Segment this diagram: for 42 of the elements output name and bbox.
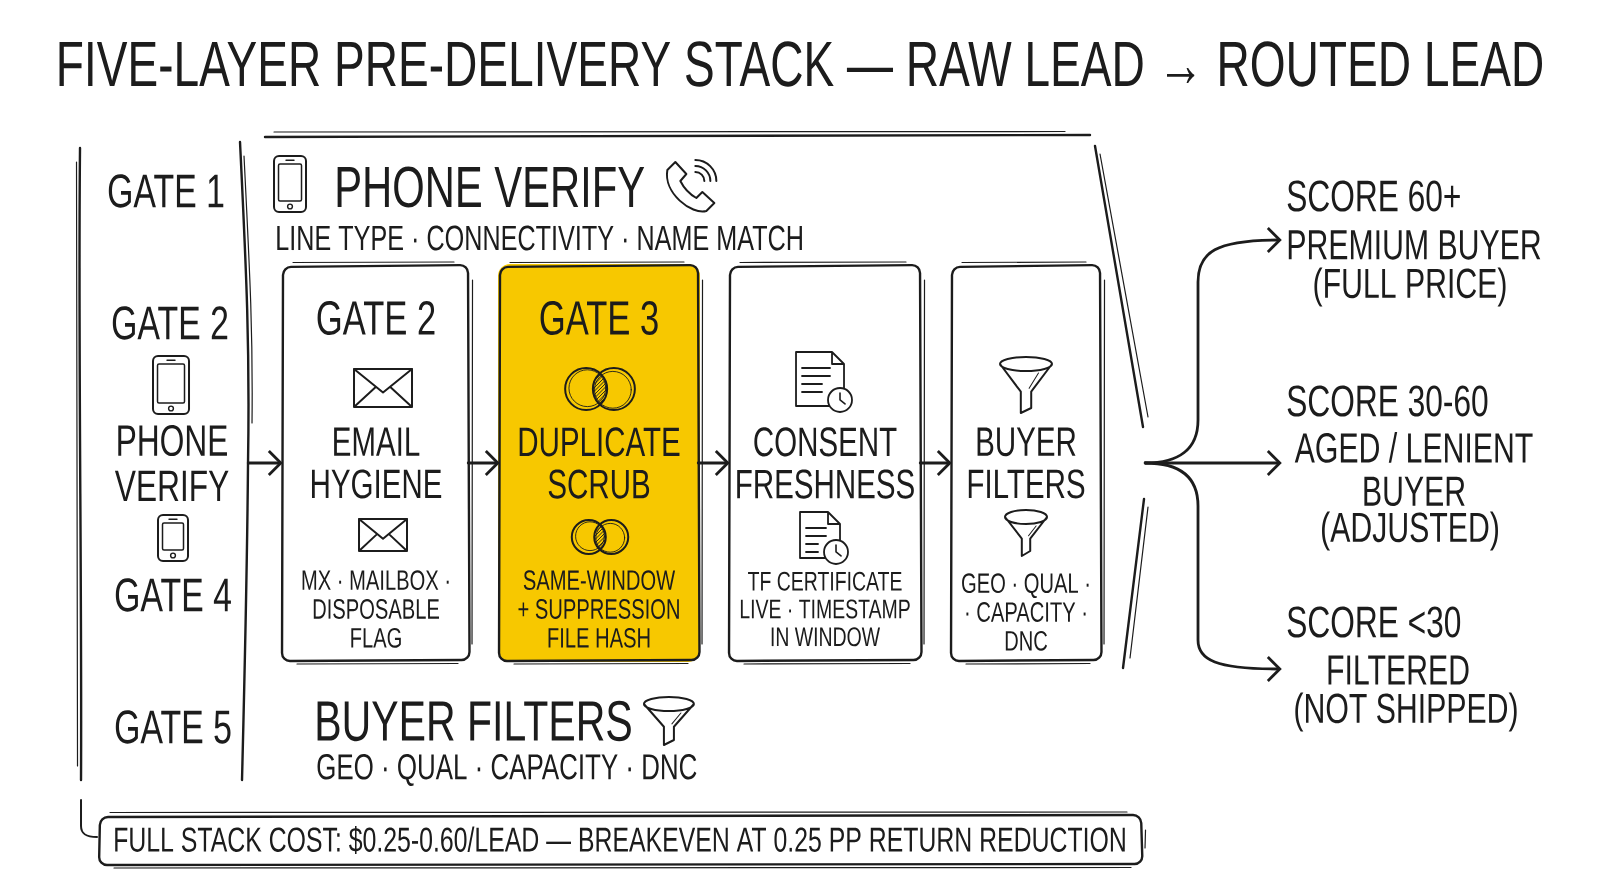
gate-label: GATE 1 <box>108 174 224 208</box>
box-heading: CONSENT FRESHNESS <box>737 427 914 499</box>
box-heading: EMAIL HYGIENE <box>312 427 442 499</box>
section-heading: BUYER FILTERS <box>317 700 631 742</box>
note-text: (NOT SHIPPED) <box>1295 692 1517 732</box>
highlighted-box <box>497 261 704 665</box>
gate-label: GATE 5 <box>115 710 231 744</box>
stage-label: PHONE VERIFY <box>114 424 229 501</box>
note-box <box>98 811 1147 869</box>
arrow <box>246 450 283 476</box>
note-text: (FULL PRICE) <box>1314 267 1506 307</box>
score-label: SCORE 30-60 <box>1287 385 1488 417</box>
outcome-label: AGED / LENIENT BUYER <box>1294 431 1533 507</box>
detail-text: SAME-WINDOW + SUPPRESSION FILE HASH <box>518 570 679 648</box>
frame <box>263 130 1149 786</box>
column-band <box>75 140 253 782</box>
detail-text: LINE TYPE · CONNECTIVITY · NAME MATCH <box>277 225 802 251</box>
detail-text: GEO · QUAL · · CAPACITY · DNC <box>962 573 1089 651</box>
note-text: (ADJUSTED) <box>1322 511 1498 551</box>
detail-text: TF CERTIFICATE LIVE · TIMESTAMP IN WINDOW <box>740 571 910 647</box>
detail-text: MX · MAILBOX · DISPOSABLE FLAG <box>302 570 449 648</box>
arrow <box>466 450 500 476</box>
arrow <box>918 450 952 476</box>
box-heading: DUPLICATE SCRUB <box>519 427 680 499</box>
box-heading: BUYER FILTERS <box>968 427 1085 499</box>
process-box <box>727 261 926 665</box>
score-label: SCORE 60+ <box>1287 180 1460 212</box>
note-text: FULL STACK COST: $0.25-0.60/LEAD — BREAKEVEN AT 0.25 PP RETURN REDUCTION <box>115 826 1125 854</box>
title: FIVE-LAYER PRE-DELIVERY STACK — RAW LEAD → ROUTED LEAD <box>59 41 1542 87</box>
gate-label: GATE 2 <box>317 301 435 335</box>
score-label: SCORE <30 <box>1287 606 1461 638</box>
outcome-label: FILTERED <box>1328 655 1469 685</box>
gate-label: GATE 4 <box>115 578 231 612</box>
detail-text: GEO · QUAL · CAPACITY · DNC <box>317 754 697 786</box>
outcome-label: PREMIUM BUYER <box>1288 230 1541 260</box>
gate-label: GATE 3 <box>540 301 658 335</box>
arrow <box>1143 461 1282 682</box>
section-heading: PHONE VERIFY <box>337 166 645 208</box>
arrow <box>696 450 730 476</box>
process-box <box>280 261 474 665</box>
process-box <box>949 261 1106 665</box>
gate-label: GATE 2 <box>112 306 228 340</box>
